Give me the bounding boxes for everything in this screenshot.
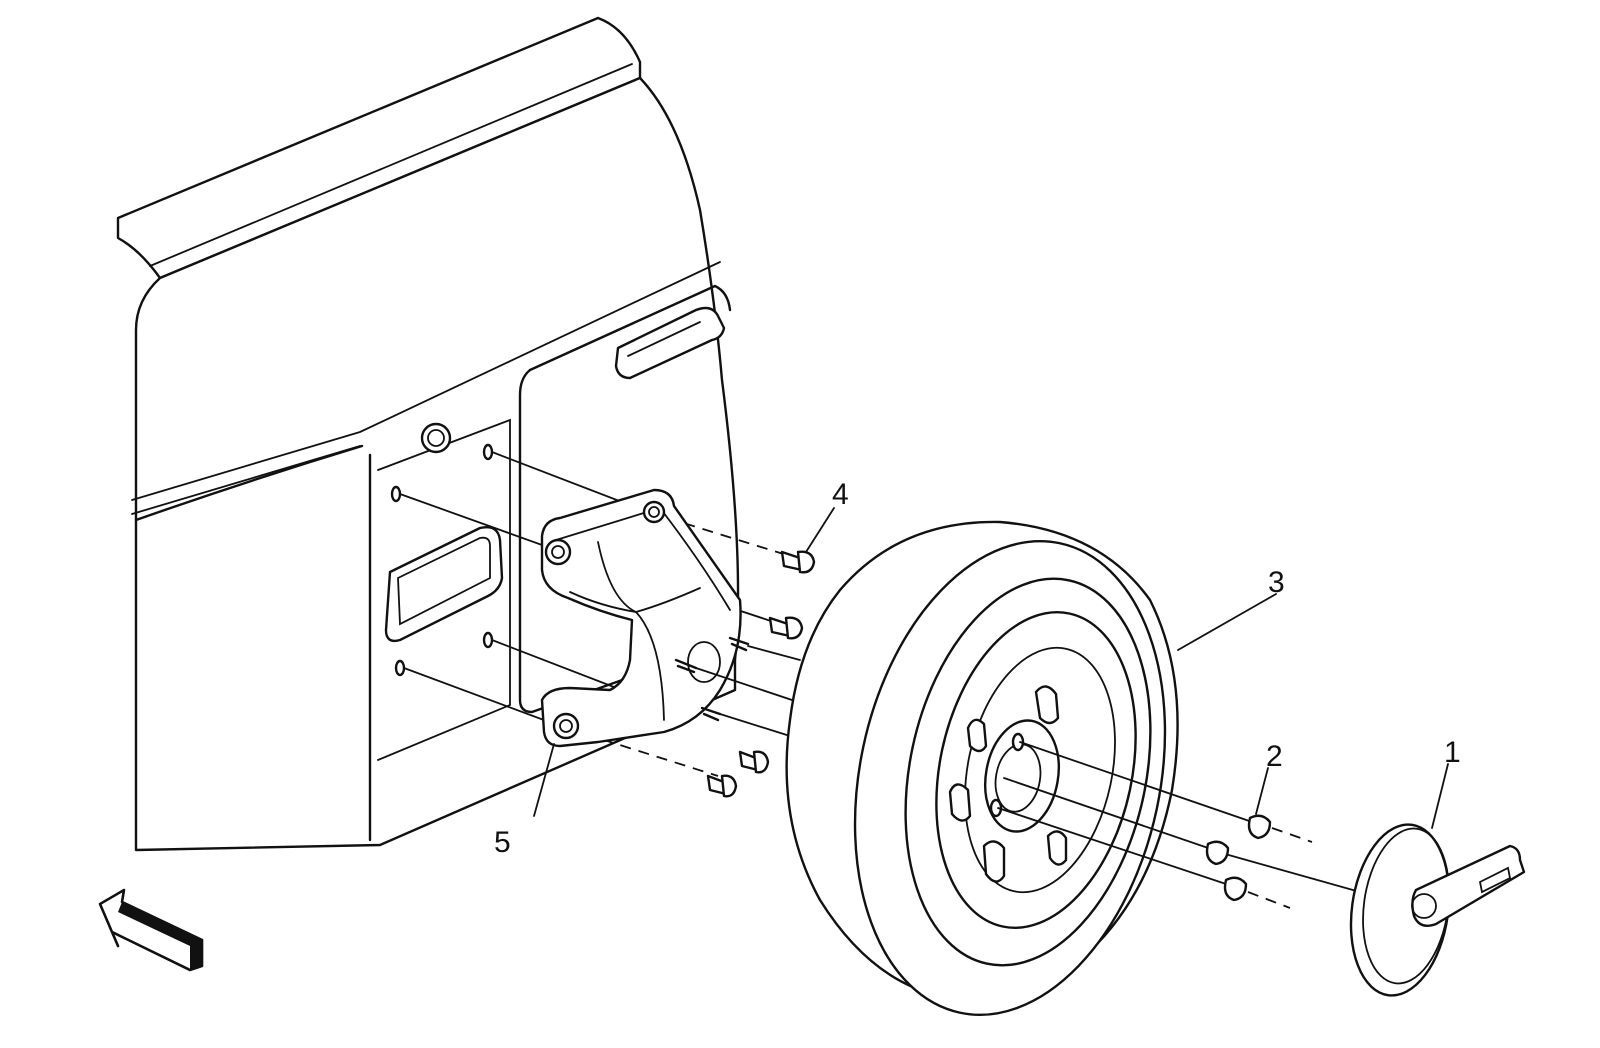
bolt-lower-left — [706, 774, 738, 798]
wheel-nuts — [1205, 814, 1313, 909]
callouts: 1 2 3 4 5 — [494, 478, 1461, 859]
rear-door-panel — [116, 16, 740, 852]
callout-5: 5 — [494, 826, 511, 859]
bolt-lower-right — [738, 750, 770, 774]
mounting-bolts — [706, 550, 816, 798]
callout-3: 3 — [1268, 566, 1285, 599]
callout-4: 4 — [832, 478, 849, 511]
bolt-upper — [780, 550, 816, 574]
callout-2: 2 — [1266, 740, 1283, 773]
spare-tire-assembly — [785, 520, 1361, 1017]
front-direction-arrow-icon — [98, 888, 204, 972]
stud-leaders — [695, 645, 801, 737]
spare-tire-lock-cover — [1349, 823, 1526, 997]
callout-1: 1 — [1444, 736, 1461, 769]
callout-leaders — [533, 507, 1449, 829]
bolt-middle — [768, 616, 804, 640]
spare-tire-carrier-bracket — [540, 488, 750, 748]
